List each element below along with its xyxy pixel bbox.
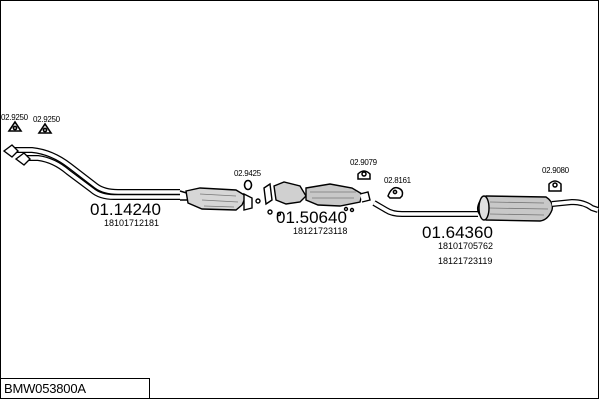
- hanger-bracket-icon[interactable]: [387, 186, 404, 199]
- clamp-ring-icon[interactable]: [243, 179, 253, 191]
- fitting-code-label: 02.9425: [234, 169, 262, 178]
- part-number-label: 01.14240: [90, 200, 161, 219]
- tail-pipe: [551, 198, 599, 213]
- fitting-code-label: 02.8161: [384, 176, 412, 185]
- gasket-icon[interactable]: [37, 122, 53, 134]
- gasket-icon[interactable]: [7, 120, 23, 132]
- fitting-code-label: 02.9080: [542, 166, 570, 175]
- manifold-flange: [2, 144, 31, 166]
- mounting-rubber-icon[interactable]: [357, 170, 371, 180]
- oem-number-label: 18101712181: [104, 218, 159, 228]
- part-number-label: 01.64360: [422, 223, 493, 242]
- fitting-code-label: 02.9250: [33, 115, 61, 124]
- fitting-code-label: 02.9250: [1, 113, 29, 122]
- diagram-title: BMW053800A: [4, 381, 86, 396]
- diagram-title-box: BMW053800A: [0, 378, 150, 399]
- mounting-rubber-icon[interactable]: [548, 180, 562, 192]
- front-pipe[interactable]: [10, 147, 191, 201]
- oem-number-label: 18101705762: [438, 241, 493, 251]
- front-catalytic-converter: [185, 187, 253, 211]
- middle-silencer-assembly[interactable]: [255, 181, 371, 217]
- rear-silencer[interactable]: [476, 195, 554, 222]
- rear-pipe[interactable]: [372, 200, 478, 217]
- oem-number-label: 18121723119: [438, 256, 492, 266]
- fitting-code-label: 02.9079: [350, 158, 378, 167]
- oem-number-label: 18121723118: [293, 226, 347, 236]
- part-number-label: 01.50640: [276, 208, 347, 227]
